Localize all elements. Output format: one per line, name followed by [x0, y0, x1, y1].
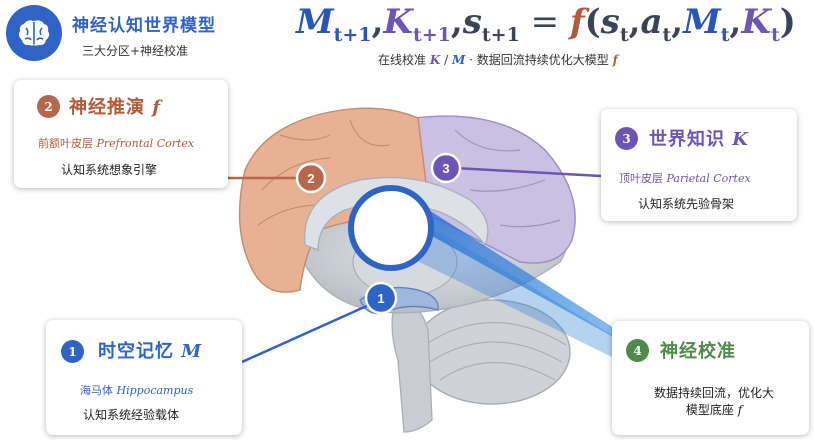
knowledge-region-en: Parietal Cortex: [666, 172, 751, 185]
formula-lhs-s: s: [462, 2, 482, 42]
formula-caption: 在线校准 K / M · 数据回流持续优化大模型 f: [378, 51, 618, 68]
calibration-circle: [348, 185, 434, 271]
card-inference-region: 前额叶皮层 Prefrontal Cortex: [38, 135, 194, 151]
formula-rhs-K: K: [741, 2, 771, 42]
formula-comma-1: ,: [371, 2, 384, 42]
formula-rhs-a: a: [640, 2, 663, 42]
card-inference-title: 神经推演 f: [69, 93, 161, 119]
formula-equals: =: [520, 2, 570, 42]
title-block: 神经认知世界模型 三大分区+神经校准: [6, 5, 246, 65]
badge-knowledge: 3: [615, 127, 638, 150]
marker-inference-label: 2: [307, 171, 314, 186]
caption-M: M: [451, 53, 466, 67]
formula-lhs-M: M: [296, 2, 334, 42]
badge-calibration: 4: [626, 339, 649, 362]
formula-rhs-s-sub: t: [619, 23, 629, 46]
knowledge-title-text: 世界知识: [649, 129, 725, 150]
inference-title-text: 神经推演: [69, 97, 145, 118]
calibration-beam: [410, 198, 640, 352]
formula-rhs-s: s: [600, 2, 620, 42]
calibration-beam-glow: [395, 230, 640, 360]
card-memory-title: 时空记忆 M: [98, 337, 202, 363]
caption-K: K: [429, 53, 441, 67]
caption-mid: · 数据回流持续优化大模型: [469, 53, 609, 67]
card-neural-calibration: 4 神经校准 数据持续回流，优化大模型底座 f: [612, 321, 809, 435]
cerebellum: [413, 299, 571, 405]
card-knowledge-region: 顶叶皮层 Parietal Cortex: [619, 170, 751, 186]
card-world-knowledge: 3 世界知识 K 顶叶皮层 Parietal Cortex 认知系统先验骨架: [601, 109, 797, 221]
brain-icon: [6, 5, 62, 61]
connector-memory: [241, 298, 381, 364]
page-subtitle: 三大分区+神经校准: [82, 44, 189, 58]
caption-f: f: [612, 53, 618, 67]
card-knowledge-desc: 认知系统先验骨架: [638, 197, 735, 211]
inference-symbol: f: [152, 97, 162, 118]
formula-close: ): [779, 2, 796, 42]
formula-lhs-K: K: [383, 2, 413, 42]
formula-comma-3: ,: [628, 2, 641, 42]
calibration-desc-line2: 模型底座: [685, 403, 734, 417]
card-inference-desc: 认知系统想象引擎: [61, 163, 158, 177]
formula-rhs-K-sub: t: [770, 23, 780, 46]
formula-rhs-a-sub: t: [662, 23, 672, 46]
formula-lhs-s-sub: t+1: [481, 23, 520, 46]
corpus-callosum: [303, 176, 489, 251]
knowledge-symbol: K: [732, 129, 749, 150]
inference-region-cn: 前额叶皮层: [38, 137, 93, 150]
knowledge-region-cn: 顶叶皮层: [619, 172, 663, 185]
formula-open: (: [584, 2, 601, 42]
memory-region-cn: 海马体: [80, 384, 113, 397]
marker-memory: 1: [364, 281, 398, 315]
marker-knowledge-label: 3: [442, 161, 449, 176]
caption-prefix: 在线校准: [378, 53, 427, 67]
card-memory-desc: 认知系统经验载体: [83, 408, 180, 422]
marker-knowledge: 3: [430, 152, 462, 184]
inference-region-en: Prefrontal Cortex: [96, 137, 195, 150]
card-neural-inference: 2 神经推演 f 前额叶皮层 Prefrontal Cortex 认知系统想象引…: [14, 80, 228, 188]
badge-inference: 2: [37, 95, 60, 118]
formula-equals-sign: =: [530, 2, 560, 42]
formula-lhs-K-sub: t+1: [412, 23, 451, 46]
formula-comma-4: ,: [671, 2, 684, 42]
formula-comma-5: ,: [729, 2, 742, 42]
marker-inference: 2: [295, 162, 327, 194]
formula-comma-2: ,: [450, 2, 463, 42]
card-spatiotemporal-memory: 1 时空记忆 M 海马体 Hippocampus 认知系统经验载体: [46, 320, 242, 435]
badge-memory: 1: [61, 340, 84, 363]
caption-slash: /: [444, 53, 449, 67]
marker-memory-label: 1: [377, 291, 384, 306]
memory-symbol: M: [181, 341, 203, 362]
card-calibration-title: 神经校准: [660, 341, 736, 362]
calibration-symbol: f: [737, 403, 743, 417]
gyri-lines: [257, 119, 561, 228]
memory-title-text: 时空记忆: [98, 341, 174, 362]
memory-region-en: Hippocampus: [116, 384, 194, 397]
formula-f: f: [569, 2, 585, 42]
formula-lhs-M-sub: t+1: [333, 23, 372, 46]
formula-rhs-M-sub: t: [720, 23, 730, 46]
update-formula: Mt+1,Kt+1,st+1 = f(st,at,Mt,Kt): [296, 2, 796, 46]
calibration-desc-line1: 数据持续回流，优化大: [653, 386, 774, 400]
page-title: 神经认知世界模型: [72, 16, 216, 36]
card-memory-region: 海马体 Hippocampus: [80, 382, 193, 398]
brainstem: [391, 299, 433, 433]
formula-rhs-M: M: [683, 2, 721, 42]
connector-knowledge: [454, 166, 602, 178]
card-calibration-desc: 数据持续回流，优化大模型底座 f: [634, 385, 794, 419]
card-knowledge-title: 世界知识 K: [649, 125, 749, 151]
